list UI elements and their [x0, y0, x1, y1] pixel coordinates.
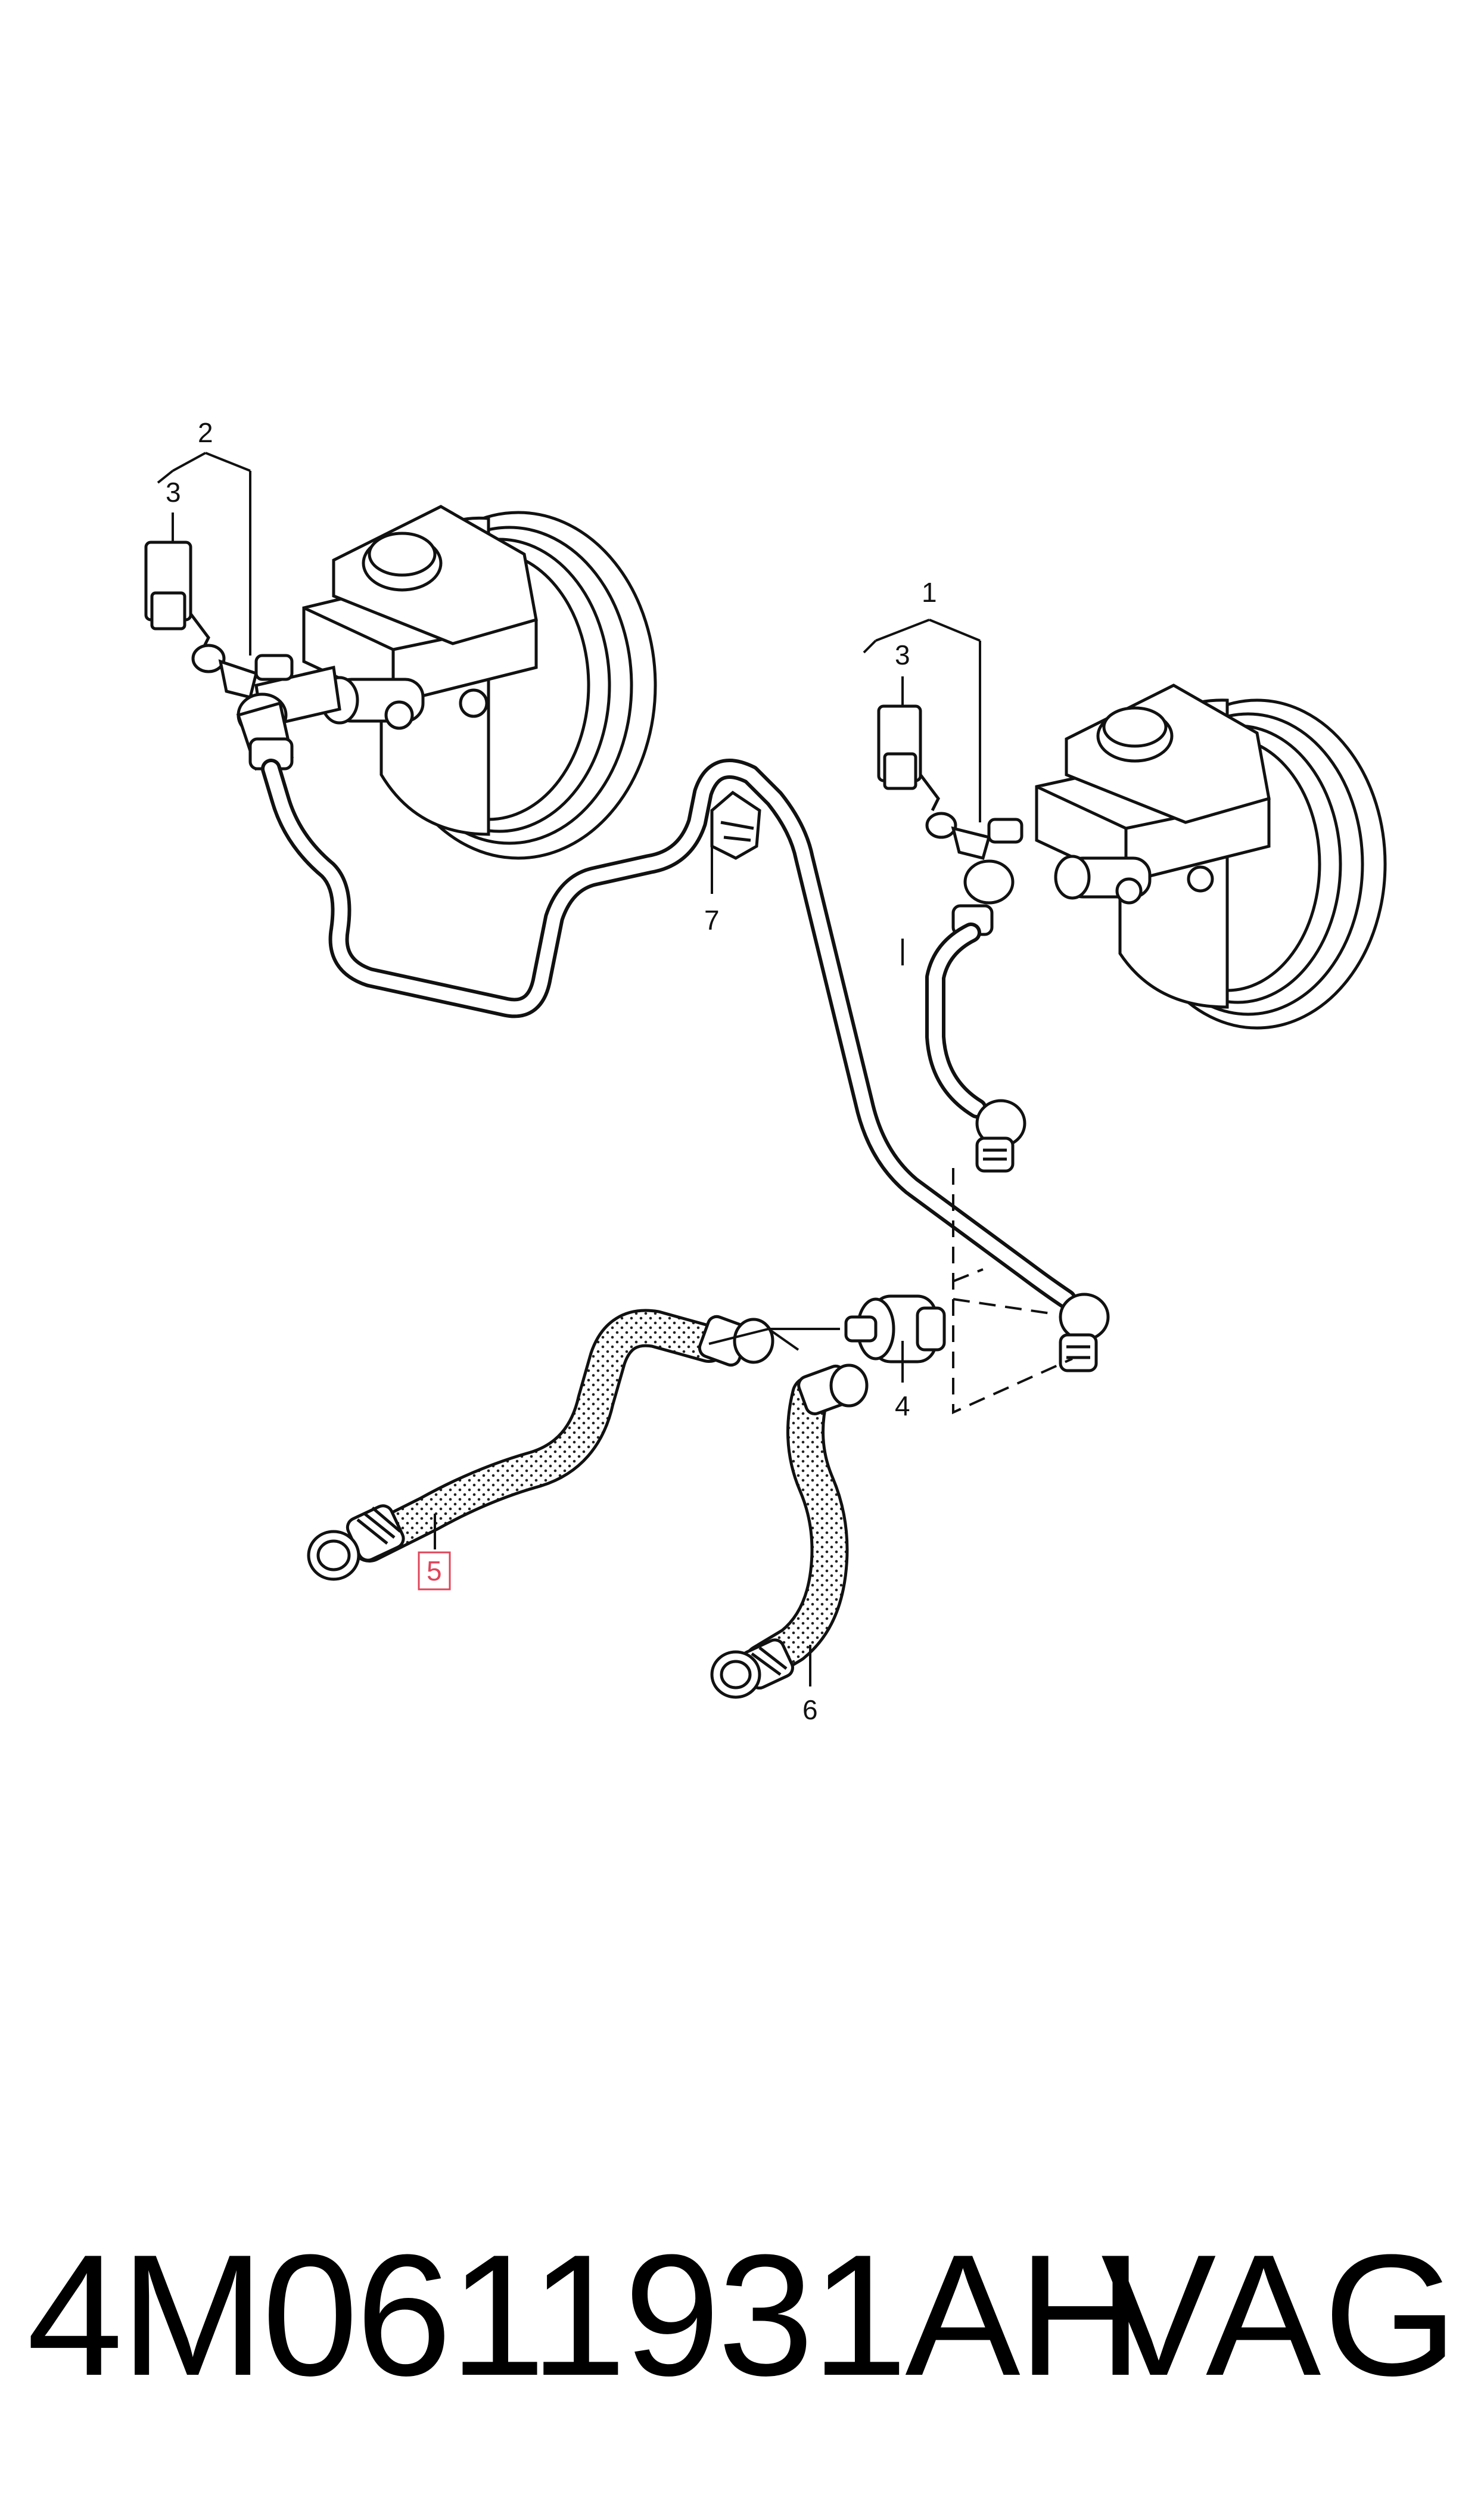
- callout-7[interactable]: 7: [704, 905, 720, 936]
- callouts: 2 3 1 3 7 4 5 6: [166, 417, 937, 1725]
- footer: 4M0611931AH VAG: [0, 2217, 1484, 2414]
- pressure-sensor-right: [877, 704, 940, 812]
- check-valve: [844, 1294, 946, 1363]
- callout-2[interactable]: 2: [198, 417, 213, 448]
- callout-1[interactable]: 1: [922, 577, 937, 608]
- elbow-connectors: [975, 1099, 1110, 1372]
- t-fitting-right: [925, 812, 1023, 936]
- brand-label: VAG: [1101, 2219, 1460, 2412]
- leader-lines: [157, 452, 1073, 1686]
- hose-6: [743, 1375, 849, 1682]
- callout-6[interactable]: 6: [802, 1694, 818, 1725]
- master-cylinder-left: [254, 505, 538, 730]
- pressure-sensor-left: [144, 541, 210, 651]
- hose-5: [350, 1309, 728, 1563]
- t-fitting-left: [191, 644, 294, 771]
- hose-6-fittings: [710, 1363, 869, 1699]
- callout-5[interactable]: 5: [427, 1555, 442, 1586]
- vacuum-lines: [261, 759, 1077, 1309]
- callout-4[interactable]: 4: [895, 1390, 910, 1421]
- callout-3-right[interactable]: 3: [895, 639, 910, 670]
- master-cylinder-right: [1035, 684, 1271, 905]
- part-number: 4M0611931AH: [27, 2219, 1143, 2412]
- hose-clip: [710, 790, 761, 860]
- callout-3-left[interactable]: 3: [166, 477, 181, 508]
- callout-5-highlight: [418, 1551, 451, 1591]
- hose-5-fittings: [307, 1315, 774, 1581]
